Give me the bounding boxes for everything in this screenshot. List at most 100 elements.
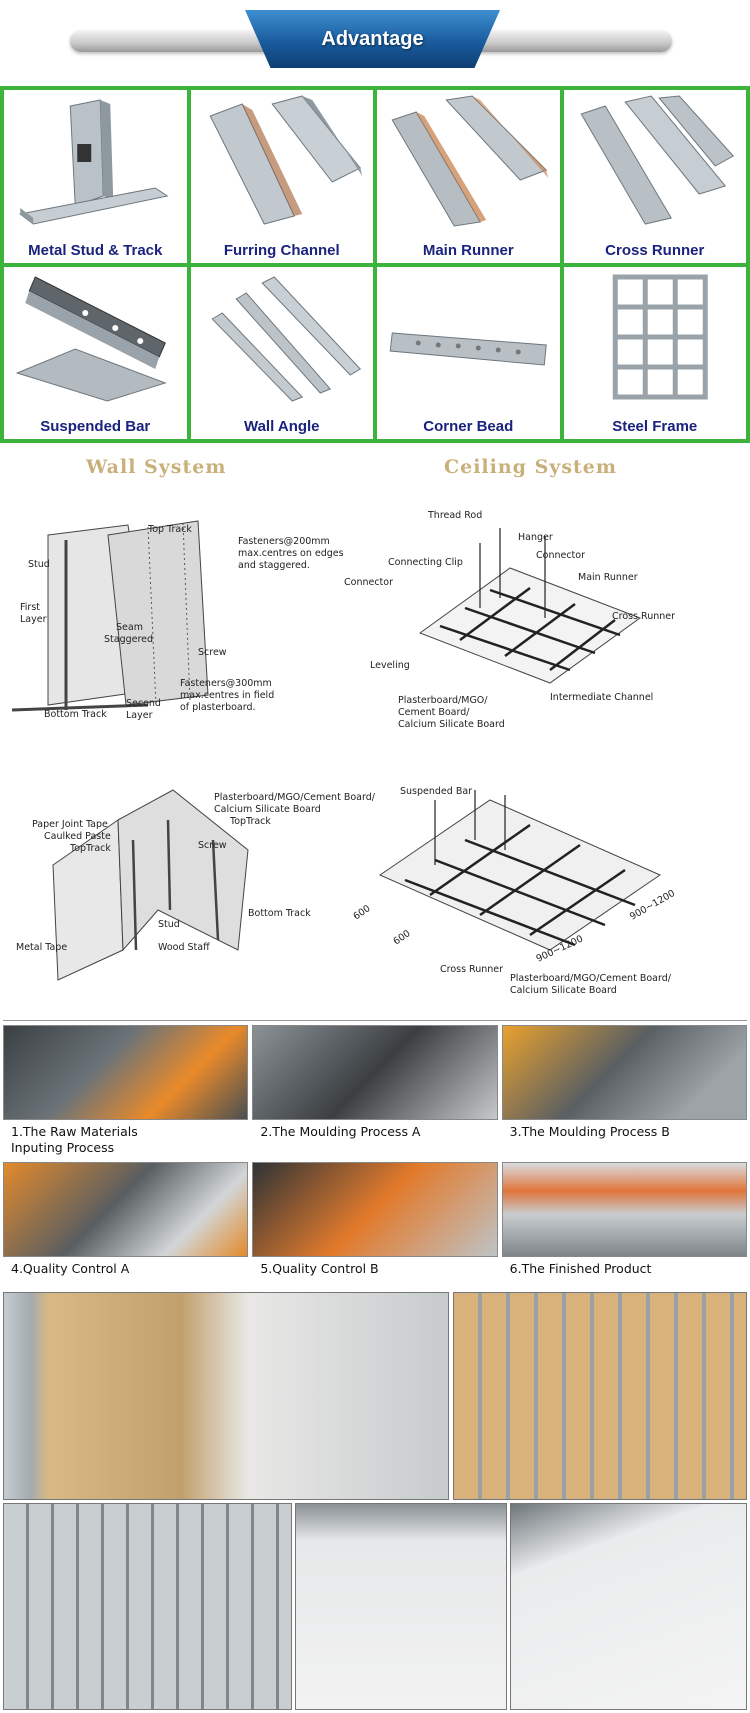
label-connecting-clip: Connecting Clip [388,557,463,568]
label-board-1: Plasterboard/MGO/Cement Board/ [510,973,672,984]
wall-system-diagram-1: Top Track Stud First Layer Seam Staggere… [11,520,344,721]
label-second-layer-1: Second [126,698,161,709]
photo-moulding-b [501,1025,747,1120]
process-caption-5: 5.Quality Control B [252,1257,497,1277]
label-board-2: Cement Board/ [398,707,470,718]
label-hanger: Hanger [518,532,553,543]
product-card-furring-channel[interactable]: Furring Channel [190,90,373,263]
photo-quality-control-b [252,1162,498,1257]
label-suspended-bar: Suspended Bar [400,786,472,797]
photo-quality-control-a [3,1162,249,1257]
ceiling-system-title: Ceiling System [444,456,618,478]
site-photo-wall-frame-1 [3,1292,449,1500]
caption-line: 2.The Moulding Process A [260,1124,421,1139]
divider [3,1020,747,1021]
ceiling-system-diagram-1: Thread Rod Hanger Connecting Clip Connec… [344,510,675,730]
product-label: Wall Angle [243,418,320,435]
label-cross-runner: Cross Runner [440,964,503,975]
wall-system-title: Wall System [86,456,227,478]
site-photo-wall-frame-3 [3,1503,292,1710]
label-intermediate-channel: Intermediate Channel [550,692,653,703]
site-photo-ceiling-frame-1 [295,1503,507,1710]
wall-angle-icon [210,275,361,402]
product-card-suspended-bar[interactable]: Suspended Bar [4,266,187,439]
caption-line: 6.The Finished Product [509,1261,652,1276]
label-screw: Screw [198,840,227,851]
site-photo-ceiling-frame-2 [510,1503,747,1710]
process-row-1: 1.The Raw Materials Inputing Process 2.T… [3,1025,747,1156]
product-label: Steel Frame [612,418,698,435]
banner-tab: Advantage [245,10,500,68]
label-seam-1: Seam [116,622,143,633]
process-photo-4: 4.Quality Control A [3,1162,249,1277]
label-wood-staff: Wood Staff [158,942,210,953]
process-photo-1: 1.The Raw Materials Inputing Process [3,1025,249,1156]
label-caulked-paste: Caulked Paste [44,831,111,842]
product-card-metal-stud-track[interactable]: Metal Stud & Track [4,90,187,263]
label-cross-runner: Cross Runner [612,611,675,622]
banner-title: Advantage [321,27,424,50]
label-board-1: Plasterboard/MGO/Cement Board/ [214,792,376,803]
corner-bead-icon [389,331,547,366]
label-toptrack-b: TopTrack [69,843,111,854]
photo-raw-materials [3,1025,249,1120]
stud-track-icon [19,99,169,225]
process-caption-4: 4.Quality Control A [3,1257,248,1277]
product-label: Cross Runner [605,241,705,259]
label-board-2: Calcium Silicate Board [510,985,617,996]
label-board-1: Plasterboard/MGO/ [398,695,488,706]
steel-frame-icon [612,274,708,399]
wall-system-diagram-2: Plasterboard/MGO/Cement Board/ Calcium S… [16,789,376,981]
label-thread-rod: Thread Rod [427,510,482,521]
photo-moulding-a [252,1025,498,1120]
furring-channel-icon [209,95,362,225]
suspended-bar-icon [15,275,167,402]
process-photo-2: 2.The Moulding Process A [252,1025,498,1156]
label-second-layer-2: Layer [126,710,153,721]
process-caption-1: 1.The Raw Materials Inputing Process [3,1120,248,1156]
caption-line: 4.Quality Control A [11,1261,130,1276]
label-paper-joint-tape: Paper Joint Tape [32,819,108,830]
process-caption-2: 2.The Moulding Process A [252,1120,497,1140]
caption-line: 1.The Raw Materials [11,1124,138,1139]
process-caption-6: 6.The Finished Product [502,1257,747,1277]
product-card-steel-frame[interactable]: Steel Frame [563,266,746,439]
label-bottom-track: Bottom Track [44,709,107,720]
label-fasteners-300-3: of plasterboard. [180,702,256,713]
label-first-layer-1: First [20,602,40,613]
dim-600-b: 600 [391,928,412,947]
product-label: Metal Stud & Track [28,241,163,259]
product-card-corner-bead[interactable]: Corner Bead [377,266,560,439]
product-label: Corner Bead [423,418,514,435]
label-toptrack-a: TopTrack [229,816,271,827]
caption-line: 5.Quality Control B [260,1261,379,1276]
label-connector-a: Connector [536,550,585,561]
product-grid: Metal Stud & Track Furring Channel Main … [0,86,750,443]
caption-line: Inputing Process [11,1140,115,1155]
label-metal-tape: Metal Tape [16,942,67,953]
label-connector-b: Connector [344,577,393,588]
photo-finished-product [501,1162,747,1257]
product-label: Main Runner [422,241,514,259]
product-card-main-runner[interactable]: Main Runner [377,90,560,263]
label-first-layer-2: Layer [20,614,47,625]
label-stud: Stud [158,919,180,930]
process-photo-6: 6.The Finished Product [501,1162,747,1277]
product-card-wall-angle[interactable]: Wall Angle [190,266,373,439]
process-photo-3: 3.The Moulding Process B [501,1025,747,1156]
site-photo-wall-frame-2 [453,1292,747,1500]
label-fasteners-200-1: Fasteners@200mm [238,536,330,547]
main-runner-icon [391,95,549,227]
caption-line: 3.The Moulding Process B [509,1124,670,1139]
label-seam-2: Staggered [104,634,153,645]
product-card-cross-runner[interactable]: Cross Runner [563,90,746,263]
product-label: Furring Channel [223,241,340,259]
label-main-runner: Main Runner [578,572,638,583]
process-photo-5: 5.Quality Control B [252,1162,498,1277]
label-leveling: Leveling [370,660,410,671]
label-board-2: Calcium Silicate Board [214,804,321,815]
label-board-3: Calcium Silicate Board [398,719,505,730]
dim-900-b: 900~1200 [628,888,677,923]
label-fasteners-300-1: Fasteners@300mm [180,678,272,689]
ceiling-system-diagram-2: Suspended Bar Cross Runner Plasterboard/… [351,786,677,996]
